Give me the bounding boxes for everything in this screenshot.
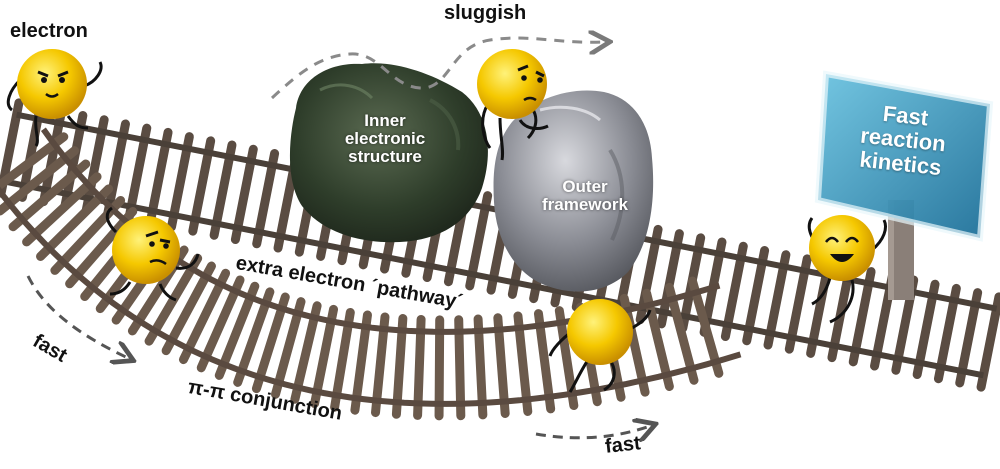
track-tie: [39, 106, 67, 207]
rail-upper: [2, 178, 984, 379]
curve-tie: [36, 184, 114, 261]
curve-tie: [214, 281, 260, 380]
curve-tie: [233, 287, 275, 387]
sluggish-label: sluggish: [444, 2, 527, 24]
track-tie: [167, 132, 194, 232]
track-tie: [933, 283, 961, 384]
electron-label: electron: [10, 20, 88, 42]
curve-tie: [664, 282, 699, 385]
track-tie: [230, 144, 258, 245]
track-tie: [124, 123, 152, 223]
curve-tie: [178, 268, 231, 365]
track-tie: [976, 292, 1000, 392]
track-tie: [103, 119, 130, 219]
track-tie: [784, 254, 812, 354]
track-tie: [252, 148, 280, 249]
curve-tie: [290, 301, 322, 404]
track-tie: [720, 241, 748, 342]
electron-neutral-icon: [6, 49, 103, 147]
curve-tie: [161, 261, 216, 356]
outer-label-line2: framework: [542, 194, 628, 214]
outer-framework-rock: [493, 90, 654, 292]
track-tie: [742, 245, 770, 346]
curve-tie: [0, 146, 80, 216]
track-tie: [827, 262, 855, 363]
track-tie: [806, 258, 833, 358]
curve-tie: [391, 314, 408, 419]
outer-framework-label: Outer framework: [530, 178, 640, 214]
track-tie: [209, 140, 237, 240]
curve-tie: [196, 275, 245, 373]
curve-tie: [310, 304, 339, 409]
electron-running-icon: [548, 299, 652, 393]
inner-structure-label: Inner electronic structure: [330, 112, 440, 166]
curve-tie: [434, 315, 445, 421]
curve-tie: [473, 314, 488, 420]
inner-label-line1: Inner: [364, 111, 406, 130]
curve-tie: [454, 315, 466, 421]
sign-label: Fast reaction kinetics: [835, 97, 972, 183]
track-tie: [145, 127, 173, 228]
track-tie: [60, 111, 88, 211]
track-tie: [465, 191, 493, 291]
electron-determined-icon: [105, 206, 200, 302]
track-tie: [81, 115, 109, 215]
inner-label-line3: structure: [348, 146, 422, 166]
outer-label-line1: Outer: [562, 177, 608, 196]
track-tie: [657, 229, 684, 329]
fast-bottom-label: fast: [604, 432, 642, 458]
curve-rail-inner: [40, 127, 721, 335]
curve-tie: [65, 206, 138, 289]
track-tie: [763, 250, 791, 350]
curve-tie: [251, 292, 290, 394]
curve-tie: [330, 307, 355, 412]
curve-rail-outer: [0, 186, 742, 407]
sluggish-arrow: [270, 38, 604, 100]
curve-tie: [533, 309, 556, 414]
fast-arrow-bottom: [535, 426, 650, 438]
curve-tie: [350, 310, 372, 415]
track-tie: [912, 279, 940, 379]
electron-happy-icon: [807, 215, 887, 324]
curve-tie: [22, 172, 102, 247]
curve-tie: [642, 288, 674, 391]
track-tie: [848, 267, 876, 367]
curve-tie: [271, 297, 306, 399]
curve-tie: [493, 313, 510, 418]
curve-tie: [413, 314, 426, 420]
curve-tie: [0, 132, 69, 191]
inner-electronic-structure-rock: [289, 63, 488, 243]
electron-sad-icon: [477, 49, 549, 161]
curve-tie: [513, 311, 533, 416]
fast-arrow-left: [26, 275, 128, 358]
curve-tie: [371, 312, 390, 418]
curve-tie: [687, 276, 724, 378]
track-tie: [17, 102, 45, 202]
fast-reaction-kinetics-sign: [814, 70, 994, 242]
track-tie: [188, 136, 216, 236]
curve-tie: [619, 293, 650, 397]
inner-label-line2: electronic: [344, 128, 426, 148]
track-tie: [955, 288, 983, 388]
curve-tie: [8, 159, 91, 232]
